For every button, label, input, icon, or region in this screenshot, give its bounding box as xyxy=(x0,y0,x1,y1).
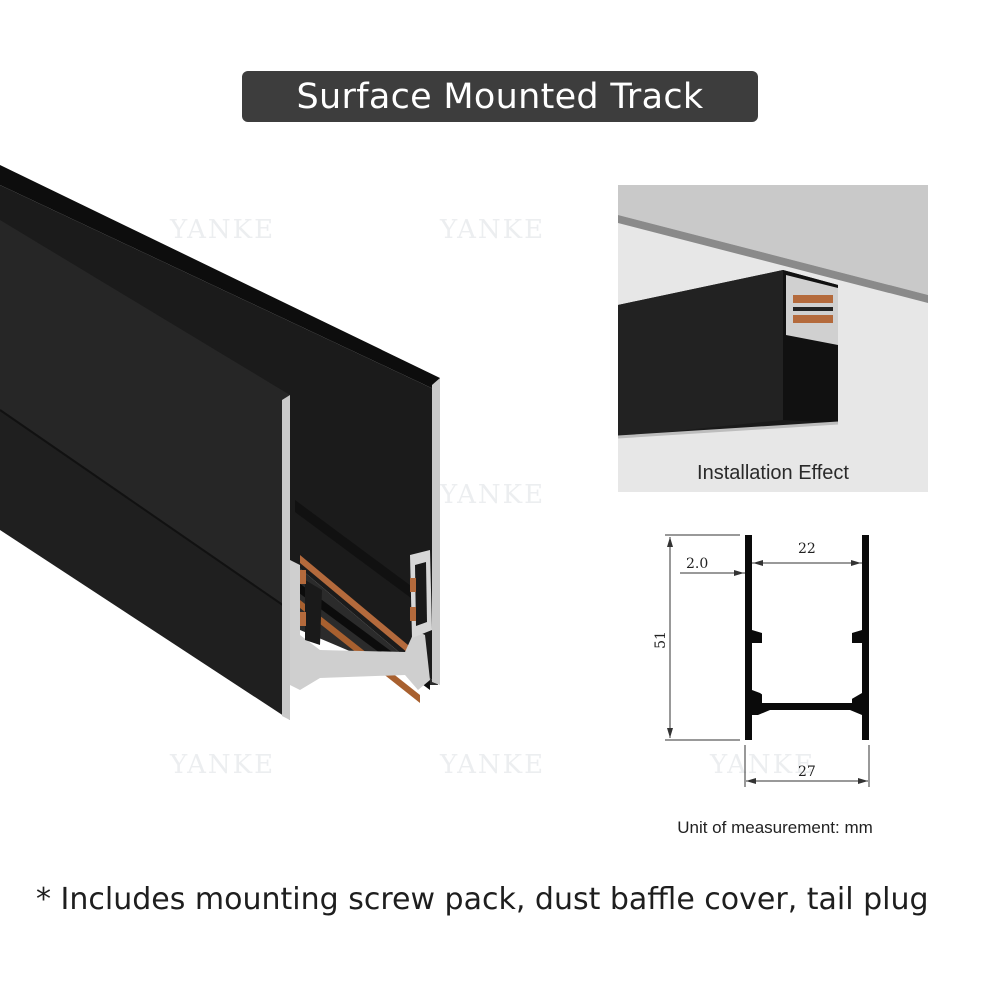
dimension-outer-width: 27 xyxy=(798,764,816,780)
watermark: YANKE xyxy=(440,215,546,245)
watermark: YANKE xyxy=(710,750,816,780)
dimension-diagram xyxy=(665,534,870,787)
dimension-height: 51 xyxy=(652,631,669,649)
watermark: YANKE xyxy=(440,750,546,780)
watermark: YANKE xyxy=(440,480,546,510)
installation-caption: Installation Effect xyxy=(697,462,849,484)
installation-scene xyxy=(618,185,928,492)
page-title-text: Surface Mounted Track xyxy=(296,76,704,117)
dimension-inner-width: 22 xyxy=(798,541,816,557)
installation-effect-image: Installation Effect xyxy=(618,185,928,492)
watermark: YANKE xyxy=(170,750,276,780)
track-product-image xyxy=(0,165,440,720)
page-title: Surface Mounted Track xyxy=(242,71,758,122)
dimension-wall-thickness: 2.0 xyxy=(686,556,709,572)
watermark: YANKE xyxy=(170,215,276,245)
included-items-note: * Includes mounting screw pack, dust baf… xyxy=(36,882,929,917)
unit-note: Unit of measurement: mm xyxy=(677,818,873,837)
